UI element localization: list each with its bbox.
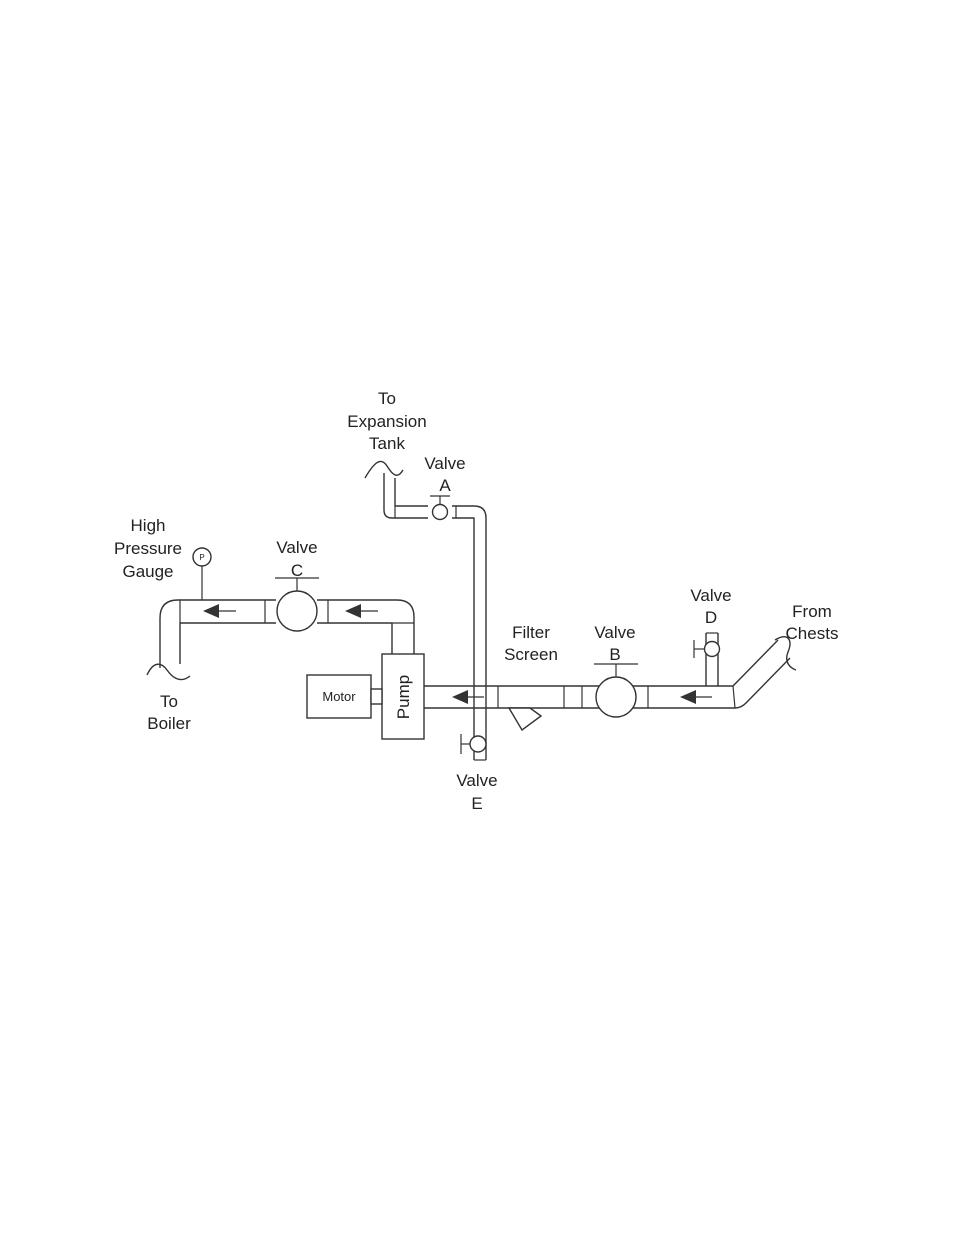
label-to-expansion-tank: To Expansion Tank [347,389,426,453]
label-pump: Pump [394,675,413,719]
svg-text:Screen: Screen [504,645,558,664]
label-motor: Motor [322,689,356,704]
label-from-chests: From Chests [786,602,839,643]
label-valve-c: Valve C [276,538,317,580]
pressure-gauge-icon[interactable]: P [193,548,211,600]
svg-text:Boiler: Boiler [147,714,191,733]
svg-text:High: High [131,516,166,535]
filter-screen-icon [509,708,541,730]
valve-e-icon[interactable] [461,734,486,754]
label-valve-d: Valve D [690,586,731,627]
svg-text:Expansion: Expansion [347,412,426,431]
svg-text:B: B [609,645,620,664]
svg-text:A: A [439,476,451,495]
svg-text:Chests: Chests [786,624,839,643]
flow-arrow-discharge-1 [345,604,378,618]
gauge-symbol: P [199,553,204,562]
svg-text:D: D [705,608,717,627]
svg-text:From: From [792,602,832,621]
svg-text:To: To [378,389,396,408]
flow-arrow-suction-2 [680,690,712,704]
svg-text:To: To [160,692,178,711]
svg-text:Valve: Valve [276,538,317,557]
valve-b-icon[interactable] [594,664,638,717]
svg-text:Tank: Tank [369,434,405,453]
valve-d-icon[interactable] [694,640,720,658]
svg-text:Valve: Valve [456,771,497,790]
svg-text:Gauge: Gauge [122,562,173,581]
svg-text:E: E [471,794,482,813]
label-to-boiler: To Boiler [147,692,191,733]
flow-arrow-discharge-2 [203,604,236,618]
label-valve-b: Valve B [594,623,635,664]
svg-text:Valve: Valve [594,623,635,642]
label-filter-screen: Filter Screen [504,623,558,664]
label-high-pressure-gauge: High Pressure Gauge [114,516,182,581]
svg-text:Valve: Valve [690,586,731,605]
svg-text:C: C [291,561,303,580]
flow-arrow-suction-1 [452,690,484,704]
valve-c-icon[interactable] [275,578,319,631]
label-valve-e: Valve E [456,771,497,813]
svg-text:Valve: Valve [424,454,465,473]
valve-a-icon[interactable] [430,496,450,520]
label-valve-a: Valve A [424,454,465,495]
svg-text:Filter: Filter [512,623,550,642]
svg-text:Pressure: Pressure [114,539,182,558]
